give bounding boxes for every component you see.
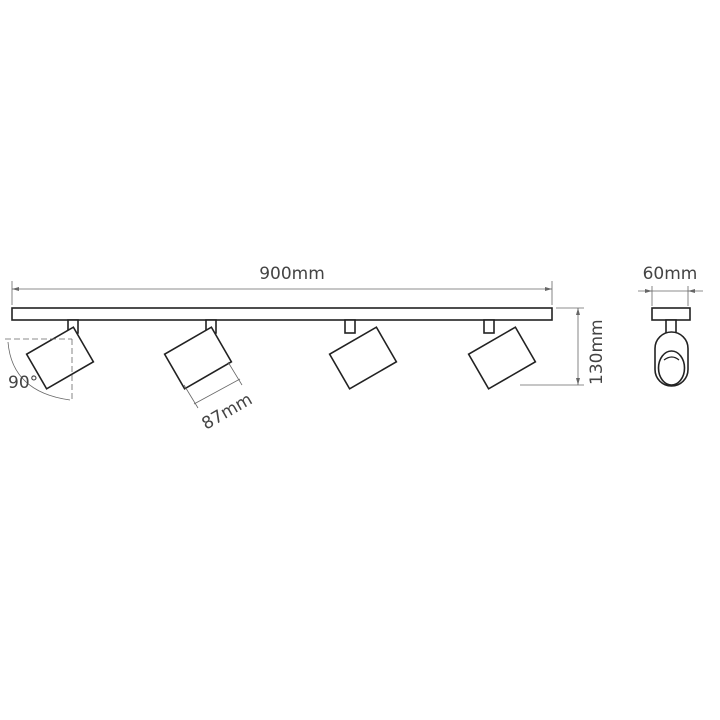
tilt-angle-label: 90° xyxy=(8,373,38,393)
spotlight-1 xyxy=(25,319,95,390)
tilt-angle-annotation: 90° xyxy=(5,338,73,401)
spotlight-4 xyxy=(467,319,537,390)
side-view: 60mm xyxy=(638,264,703,387)
height-dimension: 130mm xyxy=(520,307,607,386)
spotlight-2 xyxy=(163,319,233,390)
spotlight-3 xyxy=(328,319,398,390)
length-dimension: 900mm xyxy=(11,264,553,305)
width-label: 60mm xyxy=(643,264,698,284)
head-length-label: 87mm xyxy=(199,390,256,435)
length-label: 900mm xyxy=(259,264,325,284)
height-label: 130mm xyxy=(587,319,607,385)
track-bar xyxy=(11,307,553,321)
